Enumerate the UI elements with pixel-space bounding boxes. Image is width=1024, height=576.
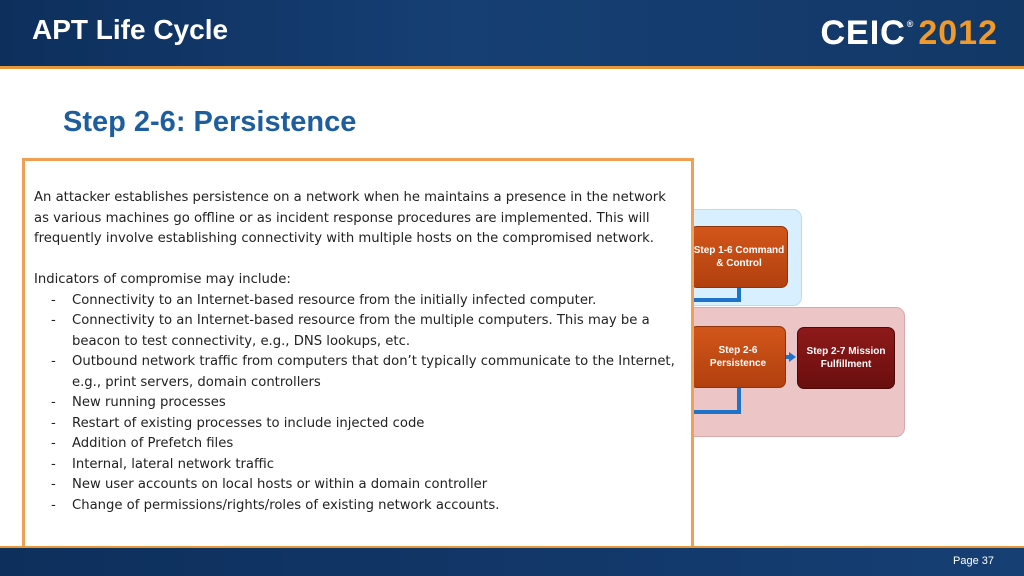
list-item: -Restart of existing processes to includ… (34, 414, 679, 435)
step-mission-fulfillment: Step 2-7 Mission Fulfillment (797, 327, 895, 389)
bullet-dash: - (51, 415, 56, 431)
indicators-heading: Indicators of compromise may include: (34, 272, 291, 287)
connector-vertical-1 (737, 286, 741, 302)
paragraph-gap (34, 250, 679, 271)
connector-vertical-2 (737, 386, 741, 414)
bullet-dash: - (51, 354, 56, 369)
list-item-text: Connectivity to an Internet-based resour… (72, 313, 650, 349)
slide-title: APT Life Cycle (32, 14, 229, 45)
logo-brand: CEIC (820, 13, 906, 52)
header-divider (0, 66, 1024, 69)
list-item-text: Restart of existing processes to include… (72, 415, 425, 431)
description-paragraph: An attacker establishes persistence on a… (34, 190, 666, 246)
bullet-dash: - (51, 395, 56, 410)
list-item: - Connectivity to an Internet-based resou… (34, 311, 679, 352)
connector-horizontal-2 (690, 410, 741, 414)
arrow-right-icon (789, 352, 796, 362)
list-item-text: Outbound network traffic from computers … (72, 354, 675, 390)
logo-year: 2012 (918, 13, 998, 52)
list-item-text: New running processes (72, 395, 226, 410)
list-item: -Connectivity to an Internet-based resou… (34, 291, 679, 312)
list-item-text: New user accounts on local hosts or with… (72, 477, 488, 492)
list-item: - New user accounts on local hosts or wit… (34, 475, 679, 496)
indicators-list: -Connectivity to an Internet-based resou… (34, 291, 679, 517)
list-item: - Addition of Prefetch files (34, 434, 679, 455)
list-item-text: Internal, lateral network traffic (72, 456, 275, 472)
list-item-text: Change of permissions/rights/roles of ex… (72, 497, 500, 513)
logo-registered-mark: ® (906, 19, 915, 29)
bullet-dash: - (51, 497, 56, 513)
list-item: - New running processes (34, 393, 679, 414)
slide-subtitle: Step 2-6: Persistence (63, 106, 357, 138)
footer-bar: Page 37 (0, 546, 1024, 576)
bullet-dash: - (51, 436, 56, 451)
bullet-dash: - (51, 313, 56, 328)
list-item: -Change of permissions/rights/roles of e… (34, 496, 679, 517)
list-item-text: Addition of Prefetch files (72, 436, 234, 451)
bullet-dash: - (51, 292, 56, 308)
description-panel: An attacker establishes persistence on a… (22, 158, 694, 561)
list-item: - Outbound network traffic from computers… (34, 352, 679, 393)
step-persistence: Step 2-6 Persistence (690, 326, 786, 388)
step-command-control: Step 1-6 Command & Control (690, 226, 788, 288)
list-item-text: Connectivity to an Internet-based resour… (72, 292, 597, 308)
connector-horizontal-1 (690, 298, 741, 302)
bullet-dash: - (51, 456, 56, 472)
bullet-dash: - (51, 477, 56, 492)
list-item: -Internal, lateral network traffic (34, 455, 679, 476)
header-bar: APT Life Cycle CEIC®2012 (0, 0, 1024, 66)
page-number: Page 37 (953, 555, 994, 567)
connector-arrow-shaft (784, 355, 790, 359)
ceic-logo: CEIC®2012 (820, 13, 998, 53)
